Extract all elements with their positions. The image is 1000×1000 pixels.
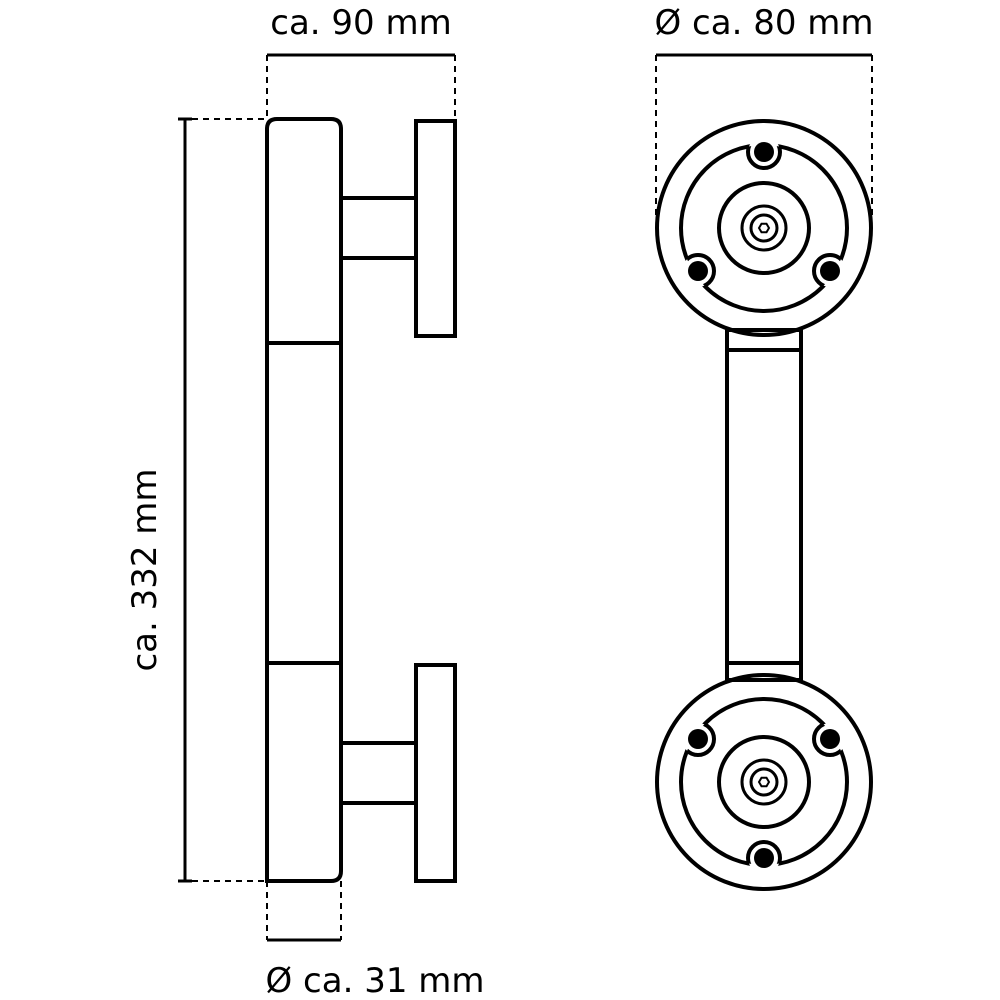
screw-icon [688, 261, 708, 281]
dimension-length: ca. 332 mm [125, 117, 267, 883]
hex-socket-icon [757, 222, 771, 234]
dimension-width: ca. 90 mm [266, 3, 456, 121]
screw-icon [754, 848, 774, 868]
screw-icon [688, 729, 708, 749]
wall-plate-top [414, 119, 457, 338]
mounting-rosette-top [655, 119, 873, 337]
dimension-grip-diameter: Ø ca. 31 mm [265, 881, 485, 1000]
standoff-bottom [339, 741, 418, 805]
wall-plate-bottom [414, 663, 457, 883]
front-view [655, 119, 873, 891]
screw-icon [820, 261, 840, 281]
screw-icon [820, 729, 840, 749]
plate-diameter-label: Ø ca. 80 mm [654, 3, 873, 43]
screw-icon [754, 142, 774, 162]
mounting-rosette-bottom [655, 673, 873, 891]
grip-diameter-label: Ø ca. 31 mm [265, 961, 484, 1000]
dimension-plate-diameter: Ø ca. 80 mm [654, 3, 874, 215]
grip-tube [265, 117, 343, 883]
length-label: ca. 332 mm [125, 468, 165, 671]
side-view [265, 117, 457, 883]
hex-socket-icon [757, 776, 771, 788]
width-label: ca. 90 mm [270, 3, 451, 43]
grip-bar-front [725, 328, 803, 682]
standoff-top [339, 196, 418, 260]
